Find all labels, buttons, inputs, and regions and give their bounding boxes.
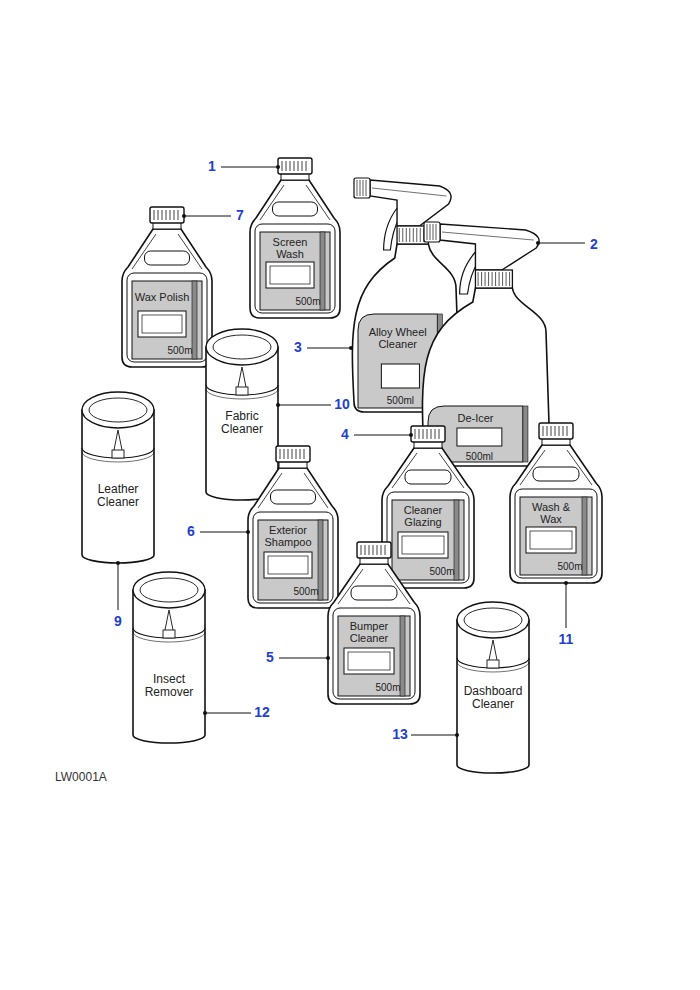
callout-number: 5 bbox=[266, 650, 274, 665]
product-name: Screen Wash bbox=[268, 236, 312, 260]
aerosol-can bbox=[133, 572, 205, 743]
leader-line bbox=[205, 713, 251, 714]
product-bottle bbox=[248, 446, 338, 608]
product-name: Wax Polish bbox=[127, 291, 197, 303]
leader-line bbox=[278, 405, 331, 406]
product-name: Dashboard Cleaner bbox=[461, 685, 525, 711]
volume-label: 500ml bbox=[466, 451, 493, 462]
product-name: Wash & Wax bbox=[528, 501, 574, 525]
product-name: Bumper Cleaner bbox=[344, 620, 394, 644]
leader-line bbox=[307, 348, 351, 349]
callout-number: 1 bbox=[208, 159, 216, 174]
volume-label: 500m bbox=[429, 566, 454, 577]
leader-line bbox=[118, 563, 119, 610]
product-bottle bbox=[382, 426, 474, 588]
callout-number: 7 bbox=[236, 208, 244, 223]
leader-dot bbox=[246, 530, 250, 534]
leader-dot bbox=[326, 656, 330, 660]
callout-number: 2 bbox=[590, 237, 598, 252]
volume-label: 500ml bbox=[387, 395, 414, 406]
leader-dot bbox=[536, 241, 540, 245]
leader-line bbox=[184, 216, 231, 217]
callout-number: 13 bbox=[392, 727, 408, 742]
product-name: Insect Remover bbox=[140, 673, 198, 699]
product-name: Leather Cleaner bbox=[90, 483, 146, 509]
callout-number: 10 bbox=[334, 397, 350, 412]
leader-dot bbox=[203, 711, 207, 715]
volume-label: 500m bbox=[293, 586, 318, 597]
product-bottle bbox=[122, 207, 212, 367]
product-bottle bbox=[510, 423, 602, 583]
product-name: Cleaner Glazing bbox=[398, 504, 448, 528]
leader-line bbox=[200, 532, 248, 533]
volume-label: 500m bbox=[557, 561, 582, 572]
leader-dot bbox=[182, 214, 186, 218]
leader-line bbox=[221, 167, 278, 168]
leader-dot bbox=[276, 403, 280, 407]
leader-dot bbox=[409, 433, 413, 437]
figure-code: LW0001A bbox=[55, 771, 107, 784]
aerosol-can bbox=[457, 602, 529, 773]
leader-dot bbox=[564, 581, 568, 585]
product-name: Alloy Wheel Cleaner bbox=[365, 326, 431, 350]
leader-line bbox=[279, 658, 328, 659]
leader-line bbox=[354, 435, 411, 436]
volume-label: 500m bbox=[295, 296, 320, 307]
aerosol-can bbox=[206, 329, 278, 500]
leader-dot bbox=[349, 346, 353, 350]
leader-lines bbox=[116, 165, 585, 737]
volume-label: 500m bbox=[375, 682, 400, 693]
aerosol-can bbox=[82, 392, 154, 563]
leader-line bbox=[538, 243, 585, 244]
callout-number: 6 bbox=[187, 524, 195, 539]
product-name: Exterior Shampoo bbox=[260, 524, 316, 548]
callout-number: 12 bbox=[254, 705, 270, 720]
product-name: De-Icer bbox=[440, 412, 510, 424]
product-bottle bbox=[250, 158, 340, 318]
leader-line bbox=[566, 583, 567, 628]
product-bottle bbox=[328, 542, 420, 704]
callout-number: 9 bbox=[114, 614, 122, 629]
volume-label: 500m bbox=[167, 345, 192, 356]
leader-dot bbox=[116, 561, 120, 565]
leader-line bbox=[411, 735, 457, 736]
product-name: Fabric Cleaner bbox=[214, 410, 270, 436]
leader-dot bbox=[276, 165, 280, 169]
callout-number: 3 bbox=[294, 340, 302, 355]
product-drawings bbox=[82, 158, 602, 773]
callout-number: 4 bbox=[341, 427, 349, 442]
callout-number: 11 bbox=[559, 632, 574, 647]
leader-dot bbox=[455, 733, 459, 737]
